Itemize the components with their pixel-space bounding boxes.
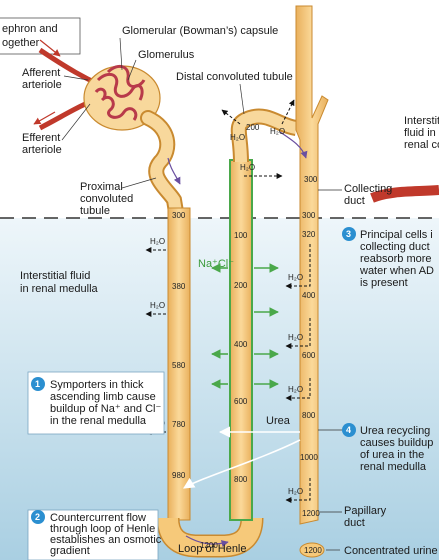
label-interstitial-cortex-3: renal co — [404, 139, 439, 151]
value-asc-800: 800 — [234, 475, 248, 484]
callout-4-line-4: renal medulla — [360, 461, 427, 473]
water-cd-1: H₂O — [288, 273, 303, 282]
callout-4-line-1: Urea recycling — [360, 425, 430, 437]
callout-1-line-4: in the renal medulla — [50, 415, 147, 427]
label-papillary-1: Papillary — [344, 505, 387, 517]
label-glomerulus: Glomerulus — [138, 49, 195, 61]
label-interstitial-cortex-1: Interstiti — [404, 115, 439, 127]
label-distal-tubule: Distal convoluted tubule — [176, 71, 293, 83]
value-asc-400: 400 — [234, 340, 248, 349]
callout-3-line-4: water when AD — [359, 265, 434, 277]
label-afferent-2: arteriole — [22, 79, 62, 91]
label-afferent-1: Afferent — [22, 67, 60, 79]
water-cd-4: H₂O — [288, 487, 303, 496]
callout-3-line-5: is present — [360, 277, 408, 289]
label-interstitial-medulla-2: in renal medulla — [20, 283, 99, 295]
value-asc-200: 200 — [234, 281, 248, 290]
value-proximal-300: 300 — [172, 211, 186, 220]
callout-4-line-3: of urea in the — [360, 449, 424, 461]
water-desc-1: H₂O — [150, 237, 165, 246]
note-line-2: ogether — [2, 37, 40, 49]
callout-3-line-2: collecting duct — [360, 241, 430, 253]
water-distal-1: H₂O — [230, 133, 245, 142]
callout-2-line-4: gradient — [50, 545, 90, 557]
label-urea: Urea — [266, 415, 291, 427]
water-desc-2: H₂O — [150, 301, 165, 310]
value-asc-600: 600 — [234, 397, 248, 406]
label-papillary-2: duct — [344, 517, 365, 529]
callout-3-number: 3 — [346, 229, 351, 239]
value-cd-1000: 1000 — [300, 453, 318, 462]
value-cd-1200: 1200 — [302, 509, 320, 518]
water-cortex-mid: H₂O — [240, 163, 255, 172]
value-desc-780: 780 — [172, 420, 186, 429]
label-collecting-1: Collecting — [344, 183, 392, 195]
callout-3-line-3: reabsorb more — [360, 253, 432, 265]
water-cd-2: H₂O — [288, 333, 303, 342]
value-cd-300: 300 — [302, 211, 316, 220]
value-asc-100: 100 — [234, 231, 248, 240]
callout-4-number: 4 — [346, 425, 351, 435]
value-desc-580: 580 — [172, 361, 186, 370]
water-distal-2: H₂O — [270, 127, 285, 136]
callout-2-number: 2 — [35, 512, 40, 522]
label-concentrated-urine: Concentrated urine — [344, 545, 438, 557]
callout-1-line-1: Symporters in thick — [50, 379, 144, 391]
value-distal-200: 200 — [246, 123, 260, 132]
label-interstitial-cortex-2: fluid in — [404, 127, 436, 139]
callout-1: 1 Symporters in thick ascending limb cau… — [28, 372, 164, 434]
label-efferent-1: Efferent — [22, 132, 60, 144]
value-cd-600: 600 — [302, 351, 316, 360]
label-proximal-1: Proximal — [80, 181, 123, 193]
label-proximal-3: tubule — [80, 205, 110, 217]
label-efferent-2: arteriole — [22, 144, 62, 156]
value-collecting-cortex-300: 300 — [304, 175, 318, 184]
label-glomerular-capsule: Glomerular (Bowman’s) capsule — [122, 25, 278, 37]
label-collecting-2: duct — [344, 195, 365, 207]
value-cd-320: 320 — [302, 230, 316, 239]
note-line-1: ephron and — [2, 23, 58, 35]
value-urine-1200: 1200 — [304, 546, 322, 555]
value-cd-800: 800 — [302, 411, 316, 420]
callout-1-line-3: buildup of Na⁺ and Cl⁻ — [50, 403, 161, 415]
value-cd-400: 400 — [302, 291, 316, 300]
callout-3-line-1: Principal cells i — [360, 229, 433, 241]
callout-2: 2 Countercurrent flow through loop of He… — [28, 510, 162, 560]
label-proximal-2: convoluted — [80, 193, 133, 205]
callout-1-number: 1 — [35, 379, 40, 389]
label-loop-of-henle: Loop of Henle — [178, 543, 247, 555]
value-desc-980: 980 — [172, 471, 186, 480]
label-interstitial-medulla-1: Interstitial fluid — [20, 270, 90, 282]
callout-1-line-2: ascending limb cause — [50, 391, 156, 403]
water-cd-3: H₂O — [288, 385, 303, 394]
value-desc-380: 380 — [172, 282, 186, 291]
callout-4-line-2: causes buildup — [360, 437, 433, 449]
